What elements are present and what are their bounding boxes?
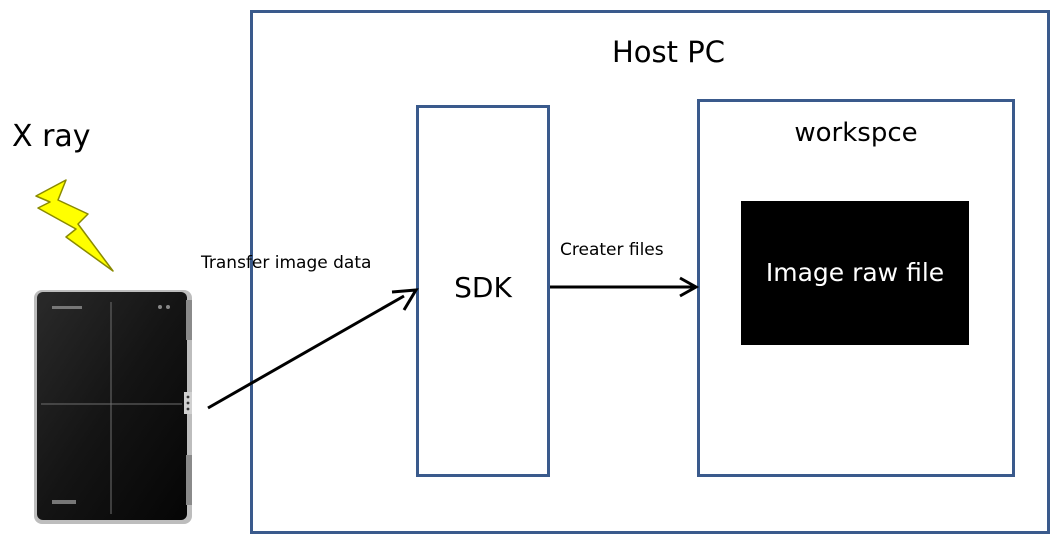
host-pc-label: Host PC xyxy=(612,35,725,69)
lightning-bolt-icon xyxy=(35,179,114,272)
workspace-label: workspce xyxy=(794,118,918,148)
flat-panel-detector-icon xyxy=(34,290,192,524)
image-raw-file-label: Image raw file xyxy=(765,258,945,287)
transfer-image-data-label: Transfer image data xyxy=(201,253,372,273)
sdk-label: SDK xyxy=(454,271,512,304)
host-pc-box xyxy=(250,10,1050,534)
creater-files-label: Creater files xyxy=(560,240,664,260)
creater-arrow xyxy=(550,276,700,298)
image-raw-file-box xyxy=(741,201,969,345)
xray-label: X ray xyxy=(12,119,91,154)
sdk-box xyxy=(416,105,550,477)
transfer-arrow xyxy=(207,288,419,410)
